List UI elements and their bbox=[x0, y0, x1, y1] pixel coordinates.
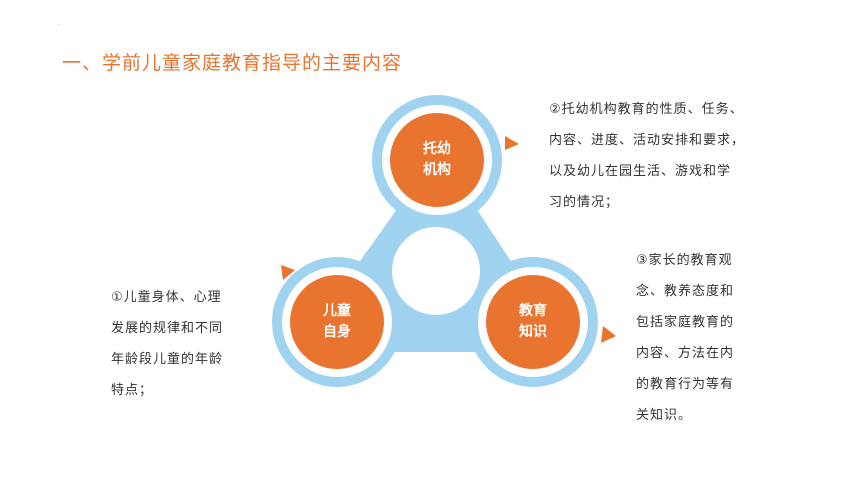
note-item-2-line: 习的情况； bbox=[549, 195, 620, 210]
node-left-circle bbox=[290, 275, 384, 369]
node-right-line1: 教育 bbox=[519, 303, 547, 319]
arrow-left-icon bbox=[281, 265, 295, 280]
note-item-1-line: 年龄段儿童的年龄 bbox=[111, 352, 224, 367]
decorative-dot: · bbox=[58, 22, 60, 29]
note-item-3-line: ③家长的教育观 bbox=[636, 253, 733, 268]
arrow-right-icon bbox=[601, 326, 616, 343]
note-item-2: ②托幼机构教育的性质、任务、 内容、进度、活动安排和要求， 以及幼儿在园生活、游… bbox=[549, 94, 745, 218]
node-right-circle bbox=[486, 275, 580, 369]
note-item-3-line: 关知识。 bbox=[636, 408, 693, 423]
node-left-line2: 自身 bbox=[323, 324, 351, 340]
node-left-label: 儿童 自身 bbox=[302, 301, 372, 343]
node-top-circle bbox=[390, 113, 484, 207]
center-hole bbox=[392, 227, 480, 315]
node-top-line2: 机构 bbox=[423, 162, 451, 178]
note-item-3-line: 念、教养态度和 bbox=[636, 284, 735, 299]
node-top-label: 托幼 机构 bbox=[402, 139, 472, 181]
arrow-top-icon bbox=[505, 136, 519, 150]
note-item-1-line: 发展的规律和不同 bbox=[111, 321, 224, 336]
note-item-1: ①儿童身体、心理 发展的规律和不同 年龄段儿童的年龄 特点； bbox=[111, 282, 223, 406]
note-item-1-line: 特点； bbox=[111, 383, 154, 398]
node-right-line2: 知识 bbox=[519, 324, 547, 340]
node-left-line1: 儿童 bbox=[323, 303, 351, 319]
node-right-label: 教育 知识 bbox=[498, 301, 568, 343]
note-item-1-line: ①儿童身体、心理 bbox=[111, 290, 222, 305]
note-item-3: ③家长的教育观 念、教养态度和 包括家庭教育的 内容、方法在内 的教育行为等有 … bbox=[636, 245, 734, 431]
note-item-2-line: 以及幼儿在园生活、游戏和学 bbox=[549, 164, 732, 179]
note-item-2-line: ②托幼机构教育的性质、任务、 bbox=[549, 102, 744, 117]
note-item-3-line: 包括家庭教育的 bbox=[636, 315, 735, 330]
note-item-3-line: 内容、方法在内 bbox=[636, 346, 735, 361]
note-item-3-line: 的教育行为等有 bbox=[636, 377, 735, 392]
page-title: 一、学前儿童家庭教育指导的主要内容 bbox=[62, 52, 403, 74]
note-item-2-line: 内容、进度、活动安排和要求， bbox=[549, 133, 746, 148]
node-top-line1: 托幼 bbox=[423, 141, 451, 157]
